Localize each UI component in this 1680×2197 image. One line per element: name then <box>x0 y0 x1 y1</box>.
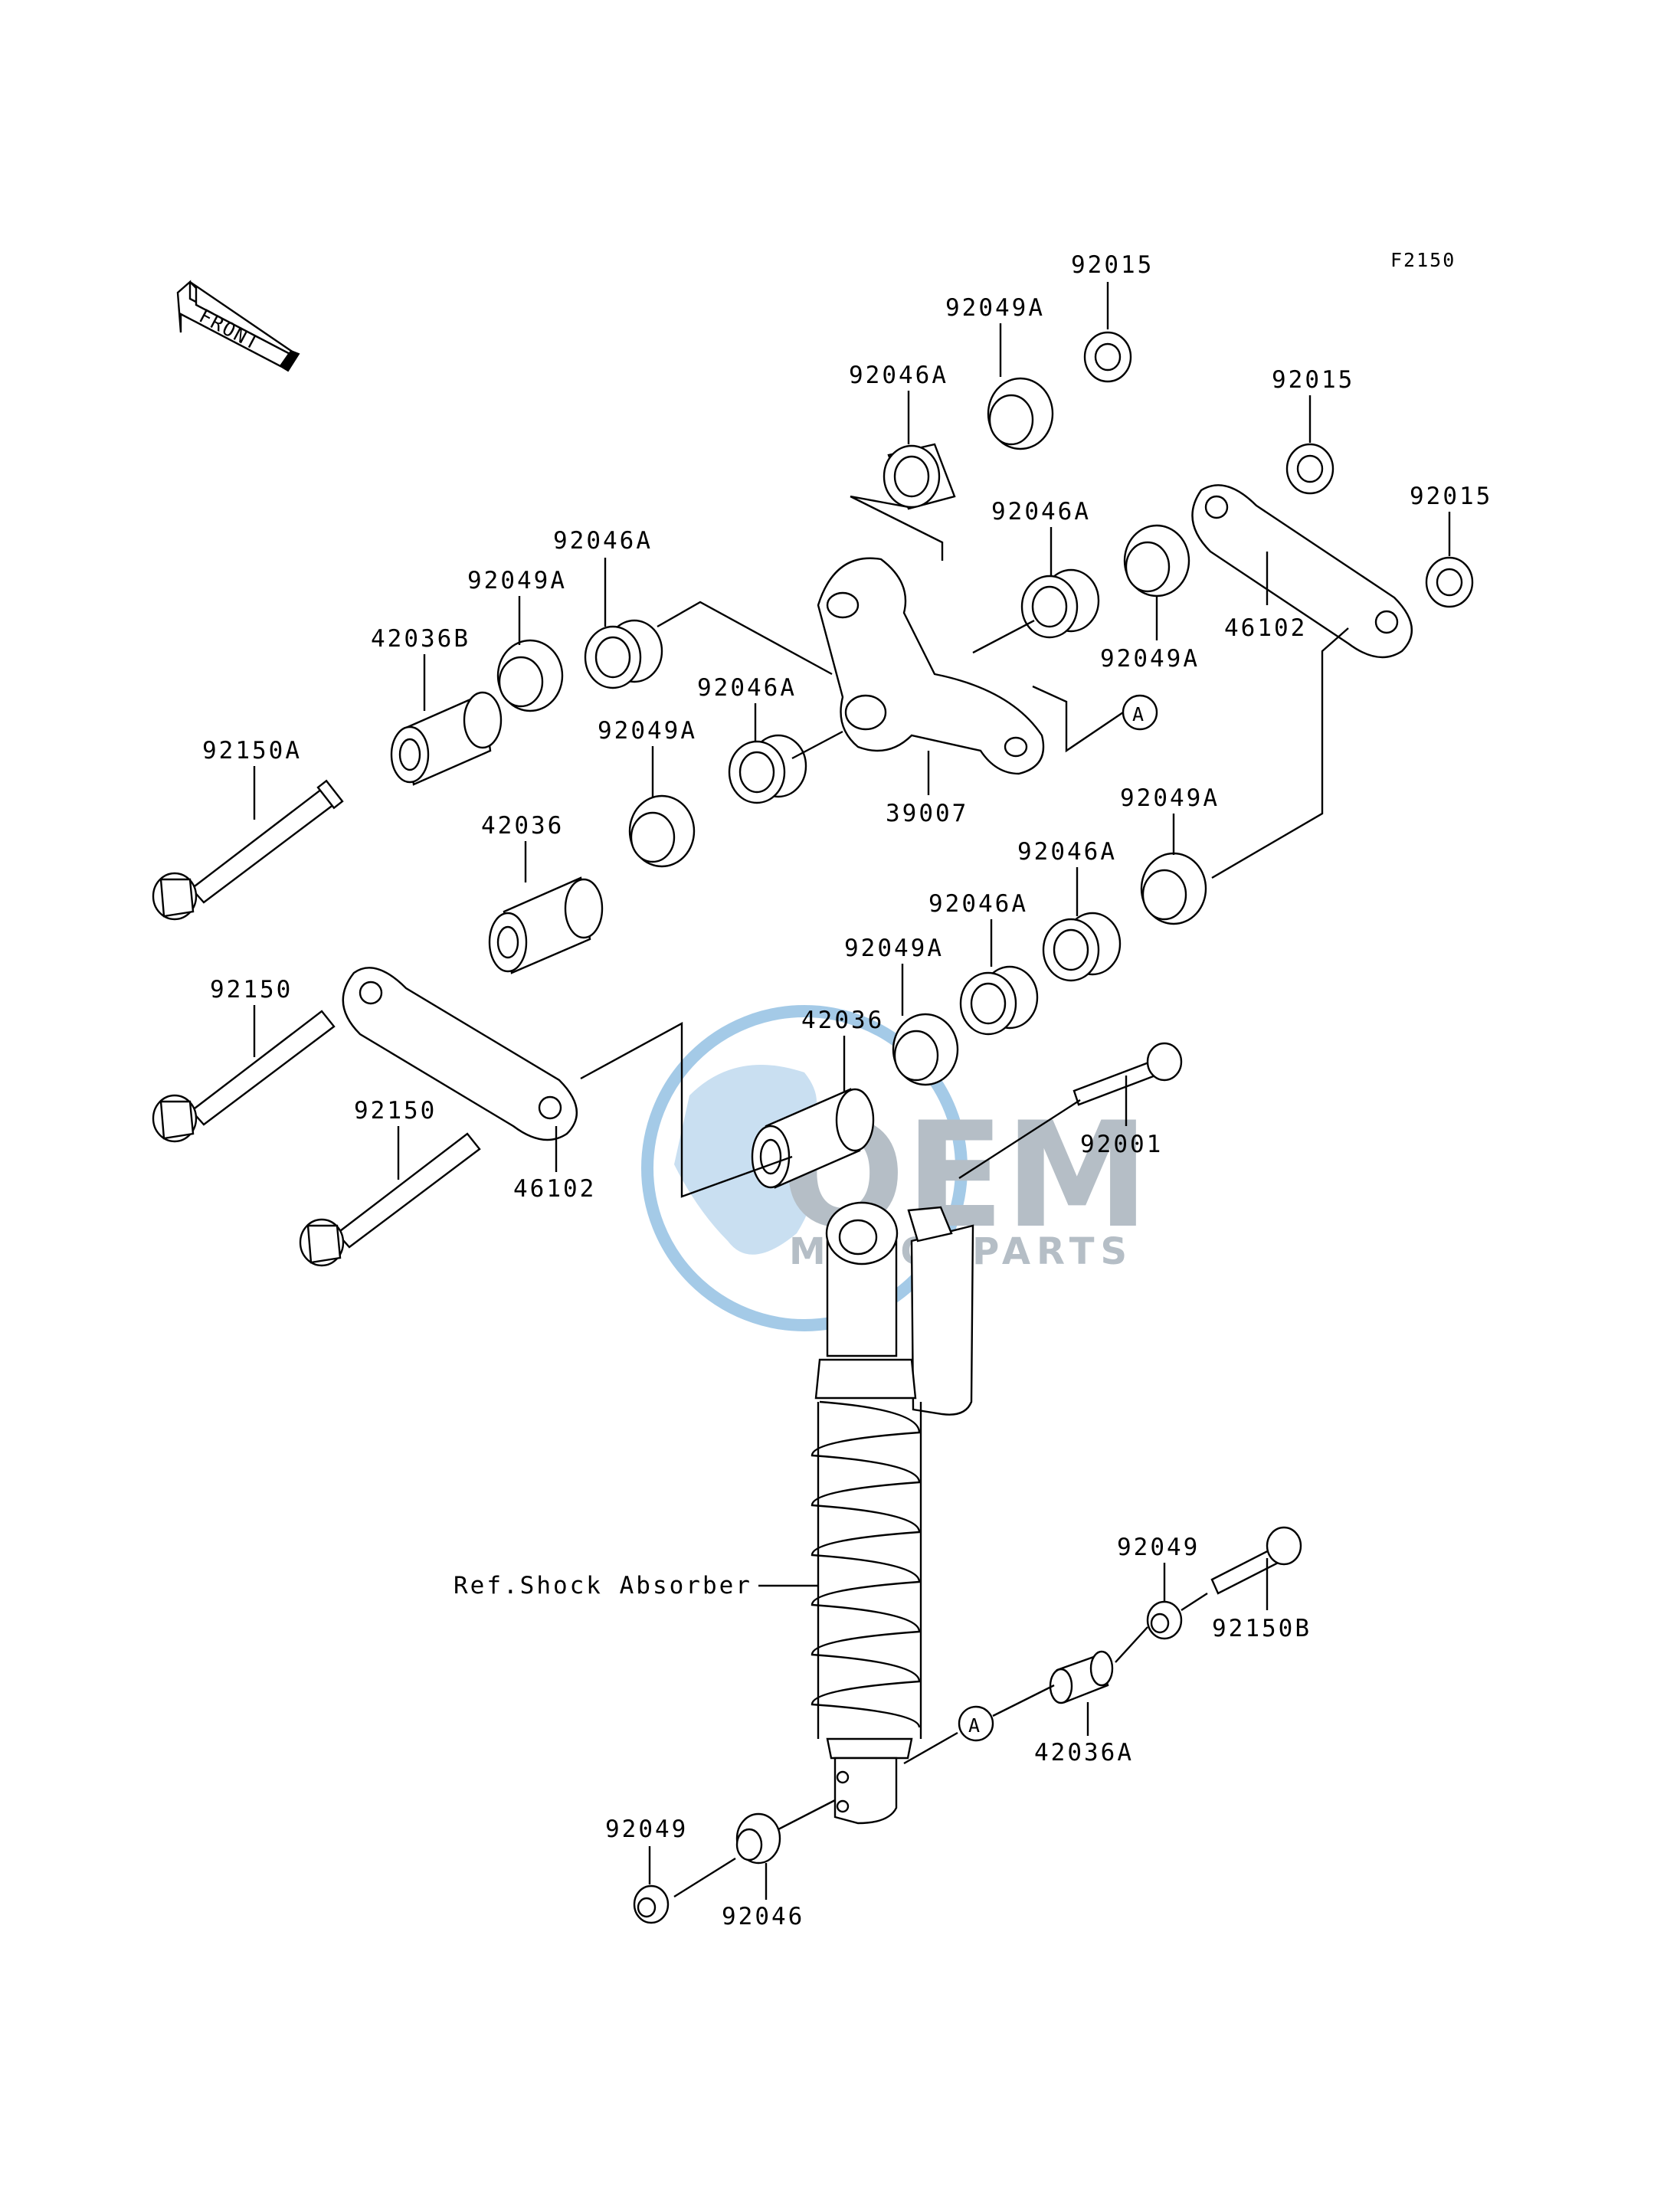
label-46102-top: 46102 <box>1224 614 1307 642</box>
label-ref-shock-absorber: Ref.Shock Absorber <box>454 1572 752 1599</box>
collar-42036B <box>390 691 503 786</box>
label-92049A-right: 92049A <box>1100 645 1200 673</box>
leader-lines <box>253 282 1451 1900</box>
seal-92049A-mid <box>628 794 696 868</box>
label-92015-mid: 92015 <box>1272 366 1354 394</box>
bolt-92150A <box>152 779 344 921</box>
label-92049-bottom: 92049 <box>605 1816 688 1843</box>
callout-a-upper: A <box>1122 694 1158 731</box>
label-92046A-top: 92046A <box>849 362 948 389</box>
label-92049A-top: 92049A <box>945 294 1045 322</box>
label-92046A-lower: 92046A <box>1017 838 1117 866</box>
bearing-92046A-left <box>584 619 663 689</box>
callout-a-lower: A <box>958 1705 994 1742</box>
label-92046-bottom: 92046 <box>722 1903 804 1930</box>
bolt-92150-upper <box>152 1010 336 1143</box>
label-92046A-below: 92046A <box>697 674 797 702</box>
washer-92049-bottom <box>633 1884 670 1924</box>
label-92015-right: 92015 <box>1410 483 1492 510</box>
part-labels: 92015 92049A 92046A 92015 92015 92046A 9… <box>202 251 1492 1930</box>
bearing-92046A-lower <box>1042 912 1122 982</box>
figure-code: F2150 <box>1390 249 1456 271</box>
label-92049A-left: 92049A <box>467 567 567 594</box>
shock-absorber <box>811 1201 974 1825</box>
label-92150A: 92150A <box>202 737 302 765</box>
label-92015-top: 92015 <box>1071 251 1154 279</box>
front-arrow-icon: FRONT <box>176 280 300 372</box>
label-92046A-center: 92046A <box>991 498 1091 526</box>
seal-92049A-lower-right <box>1140 852 1207 925</box>
label-92049-right: 92049 <box>1117 1534 1200 1561</box>
nut-92015-top <box>1083 331 1132 383</box>
seal-92049A-right <box>1123 524 1190 598</box>
label-46102-bottom: 46102 <box>513 1175 596 1203</box>
label-42036-left: 42036 <box>481 812 564 840</box>
label-42036A: 42036A <box>1034 1739 1134 1766</box>
seal-92049A-top <box>987 377 1054 450</box>
label-92049A-lower-right: 92049A <box>1120 784 1220 812</box>
bolt-92150-lower <box>299 1132 481 1267</box>
seal-92049A-lower <box>892 1013 959 1086</box>
label-92001: 92001 <box>1080 1131 1163 1158</box>
label-92049A-lower: 92049A <box>844 935 944 962</box>
callout-a-upper-label: A <box>1132 703 1145 725</box>
collar-42036A <box>1049 1650 1114 1704</box>
nut-92015-mid <box>1285 443 1335 495</box>
callout-a-lower-label: A <box>968 1714 981 1737</box>
seal-92049A-left <box>496 639 564 712</box>
link-46102-bottom <box>342 967 578 1141</box>
label-42036-center: 42036 <box>801 1007 884 1034</box>
bearing-92046A-below <box>728 734 807 804</box>
rocker-arm-39007 <box>817 557 1045 775</box>
bolt-92150B <box>1210 1526 1302 1595</box>
label-92150-upper: 92150 <box>210 976 293 1004</box>
label-92046A-lower2: 92046A <box>928 890 1028 918</box>
link-46102-top <box>1191 484 1413 659</box>
label-92049A-mid: 92049A <box>598 717 697 745</box>
label-42036B: 42036B <box>371 625 470 653</box>
bearing-92046A-center <box>1020 568 1100 639</box>
bolt-92001 <box>1073 1042 1183 1106</box>
collar-42036-center <box>751 1088 875 1189</box>
label-92150-lower: 92150 <box>354 1097 437 1125</box>
label-39007: 39007 <box>886 800 968 827</box>
washer-92049-right <box>1146 1600 1183 1640</box>
nut-92015-right <box>1425 556 1474 608</box>
shock-spring <box>811 1400 922 1739</box>
bearing-92046A-lower2 <box>959 965 1039 1036</box>
label-92150B: 92150B <box>1212 1615 1312 1642</box>
bearing-92046A-top <box>883 443 956 510</box>
label-92046A-left: 92046A <box>553 527 653 555</box>
collar-42036-left <box>488 876 604 974</box>
bearing-92046-bottom <box>735 1812 781 1865</box>
